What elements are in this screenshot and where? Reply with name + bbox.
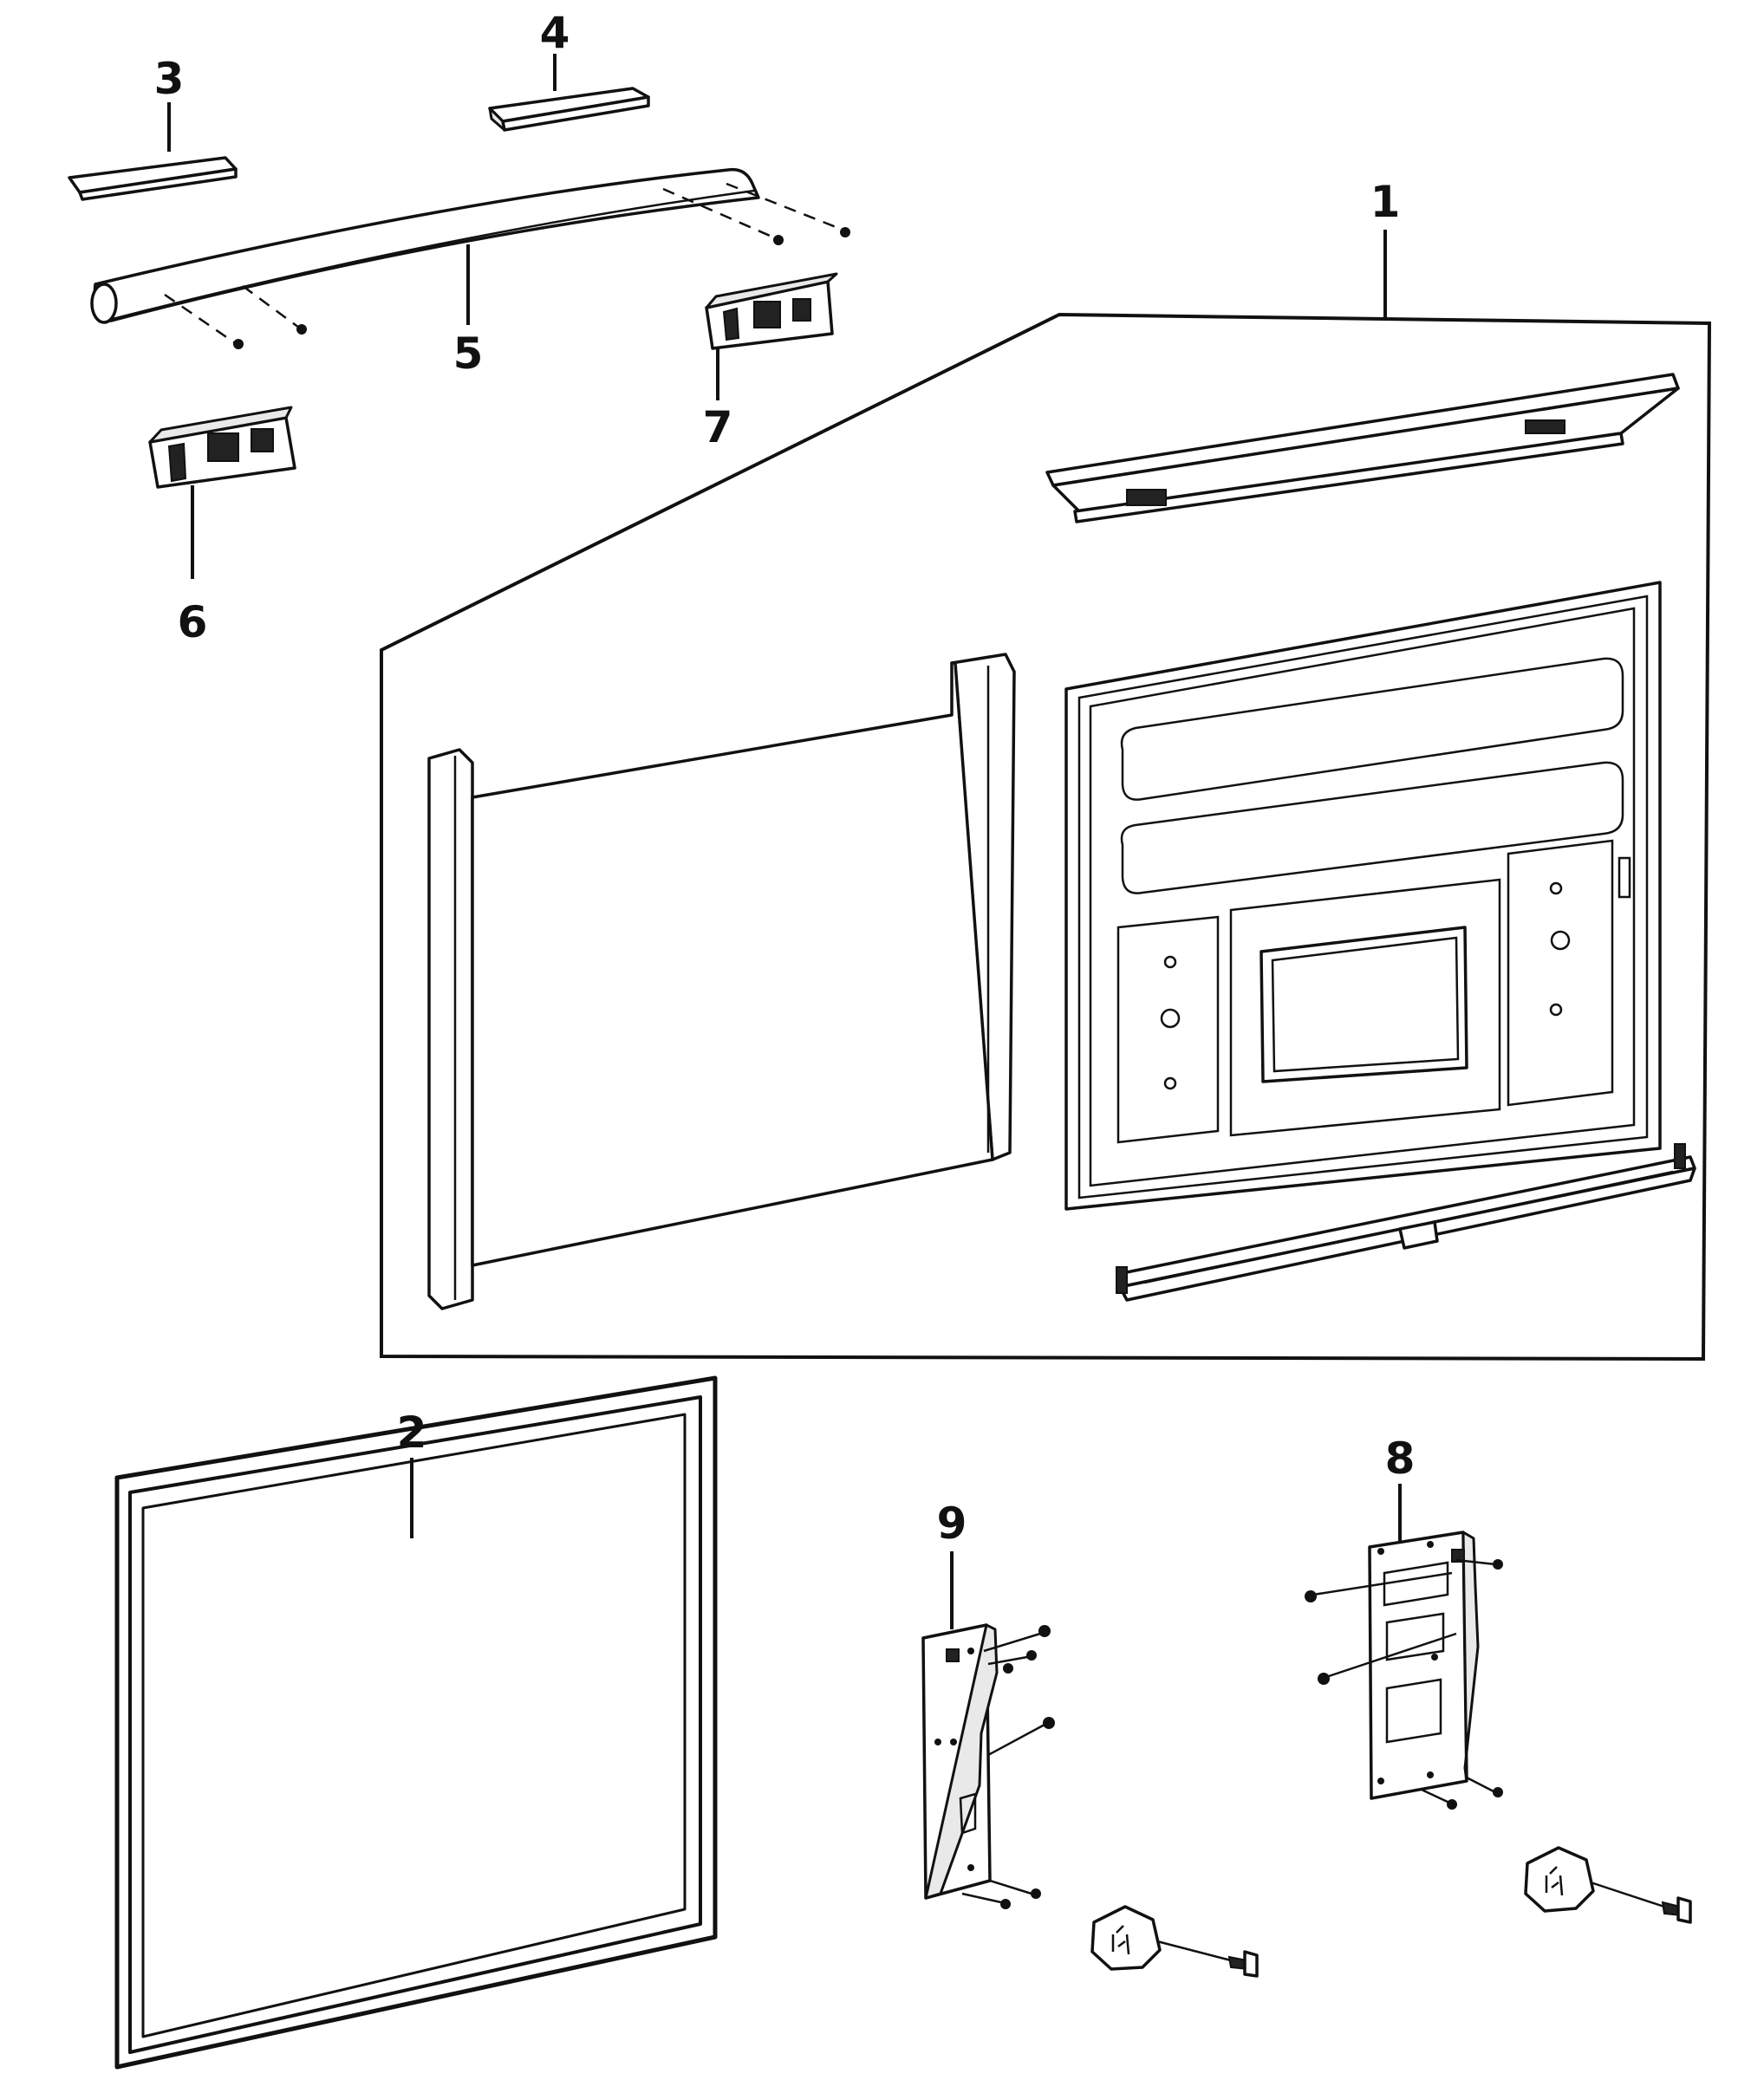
door-trim-bottom [1116, 1143, 1696, 1302]
door-outer-panel [427, 653, 1016, 1310]
bolt-icon [1661, 1896, 1692, 1924]
label-1: 1 [1370, 177, 1401, 227]
door-inner-liner [1064, 581, 1662, 1211]
screw-icon [233, 339, 244, 349]
door-gasket[interactable] [114, 1375, 718, 2070]
hinge-cap-right [1524, 1846, 1595, 1913]
label-4: 4 [540, 8, 570, 58]
handle-bracket-right[interactable] [705, 272, 838, 350]
hinge-bracket-right[interactable] [1368, 1531, 1480, 1800]
label-8: 8 [1385, 1433, 1416, 1484]
screw-icon [296, 324, 307, 335]
label-5: 5 [453, 328, 484, 379]
hinge-cap-left [1090, 1905, 1162, 1971]
handle-bracket-left[interactable] [148, 406, 296, 489]
label-2: 2 [397, 1407, 427, 1458]
bolt-icon [1227, 1950, 1259, 1978]
handle-cap-right[interactable] [488, 87, 650, 132]
label-7: 7 [703, 402, 733, 452]
door-handle[interactable] [90, 167, 760, 324]
label-6: 6 [178, 597, 208, 647]
door-assembly[interactable] [380, 312, 1712, 1362]
label-3: 3 [154, 54, 185, 104]
hinge-bracket-left[interactable] [921, 1623, 999, 1900]
door-trim-top [1045, 373, 1680, 523]
label-9: 9 [937, 1498, 967, 1549]
screw-icon [840, 227, 850, 237]
screw-icon [773, 235, 784, 245]
handle-cap-left[interactable] [68, 156, 238, 201]
